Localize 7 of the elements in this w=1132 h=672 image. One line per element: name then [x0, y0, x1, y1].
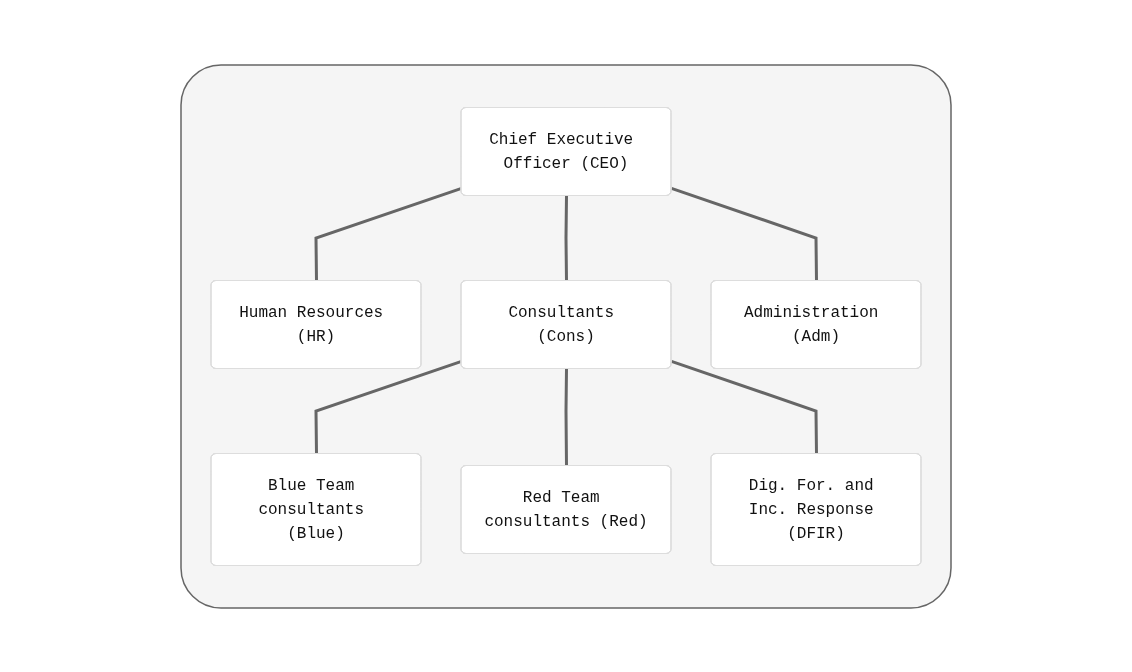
connector [671, 186, 818, 281]
connector [564, 368, 568, 466]
cluster [180, 63, 952, 609]
connector [564, 195, 568, 281]
connector [671, 359, 818, 454]
connector [314, 186, 462, 281]
connector [314, 359, 462, 454]
